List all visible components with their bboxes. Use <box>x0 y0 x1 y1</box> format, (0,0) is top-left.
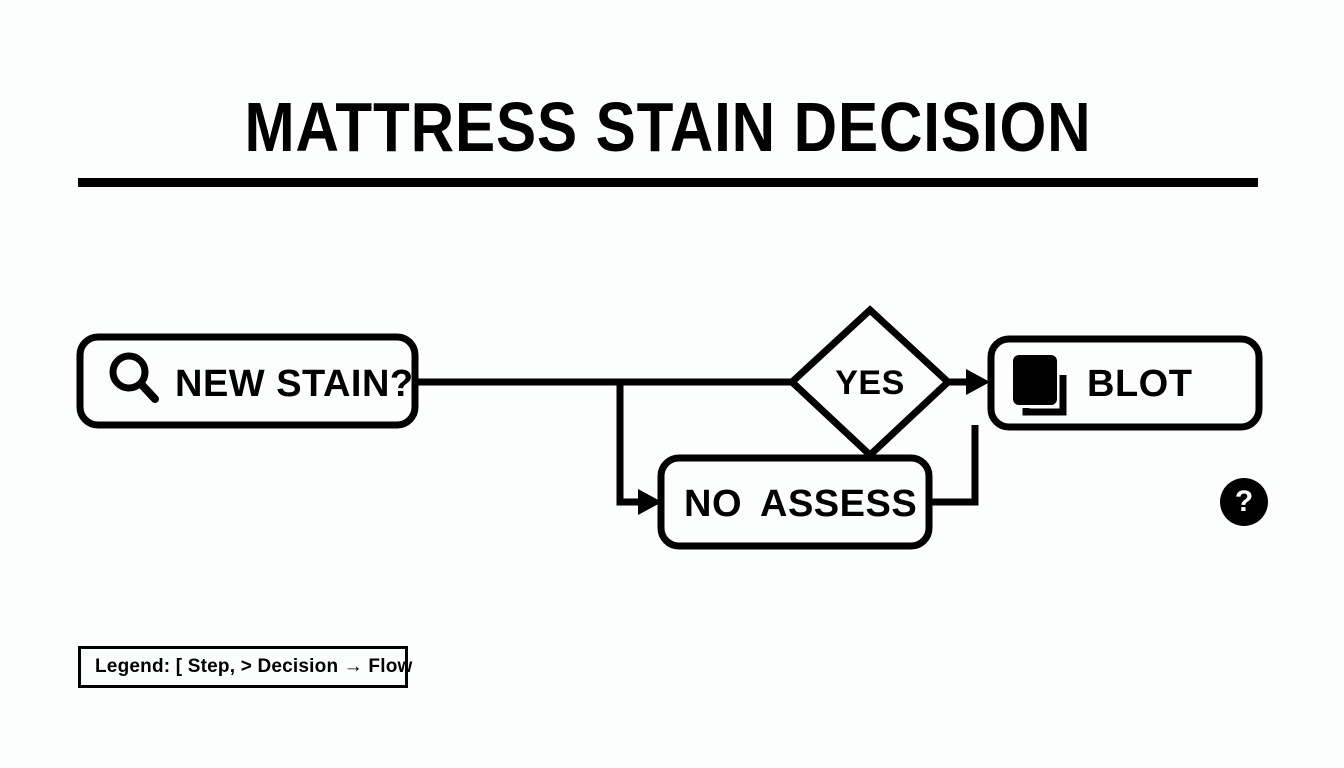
node-no-assess-label: ASSESS <box>760 483 917 525</box>
node-yes-decision[interactable]: YES <box>786 305 954 460</box>
node-new-stain-label: NEW STAIN? <box>175 363 414 405</box>
search-icon <box>109 352 159 403</box>
arrowhead-to-blot <box>966 369 990 395</box>
arrowhead-layer <box>638 369 990 515</box>
edge-blot-to-assess <box>932 425 979 506</box>
node-new-stain[interactable]: NEW STAIN? <box>76 333 419 429</box>
title-underline-rule <box>78 178 1258 187</box>
node-blot[interactable]: BLOT <box>987 335 1263 431</box>
node-blot-label: BLOT <box>1087 363 1192 405</box>
node-no-assess[interactable]: NO ASSESS <box>657 454 933 550</box>
node-new-stain-shape[interactable] <box>76 333 419 429</box>
page-title: MATTRESS STAIN DECISION <box>244 88 1092 166</box>
node-blot-shape[interactable] <box>987 335 1263 431</box>
copy-icon <box>1013 355 1067 416</box>
node-no-assess-branch-label: NO <box>684 483 742 525</box>
legend: Legend: [ Step, > Decision → Flow <box>78 646 412 688</box>
title-block: MATTRESS STAIN DECISION <box>78 86 1258 187</box>
edge-new-stain-to-assess <box>616 382 640 506</box>
arrowhead-to-assess <box>638 489 662 515</box>
legend-label: Legend: [ Step, > Decision → Flow <box>95 656 413 677</box>
node-yes-decision-label: YES <box>835 364 905 402</box>
help-icon[interactable]: ? <box>1220 478 1268 526</box>
node-no-assess-shape[interactable] <box>657 454 933 550</box>
